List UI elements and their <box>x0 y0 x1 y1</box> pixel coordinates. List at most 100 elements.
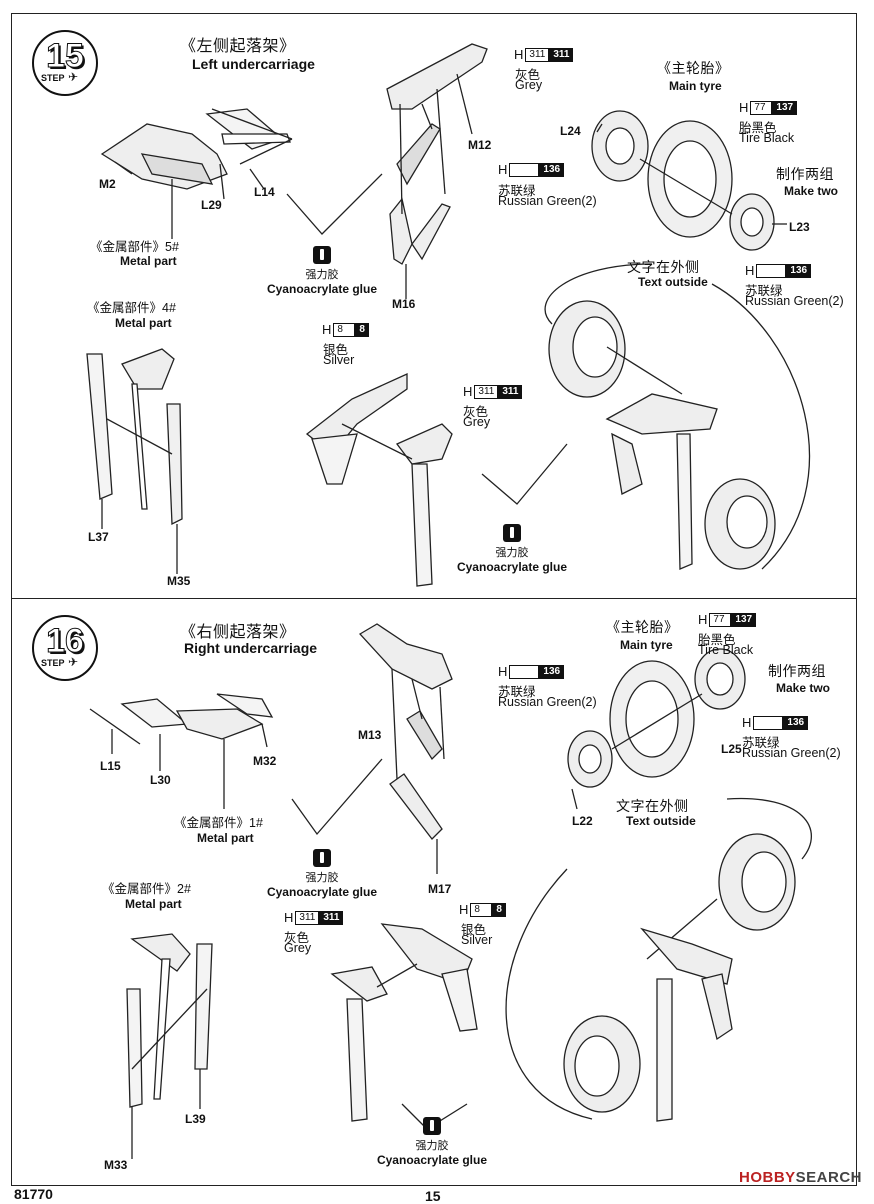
metal-part-en: Metal part <box>197 831 254 845</box>
step-badge: 15 STEP ✈ <box>32 30 98 96</box>
part-label: M17 <box>428 882 452 896</box>
part-label: L15 <box>100 759 121 773</box>
glue-cn: 强力胶 <box>305 872 339 884</box>
title-cn: 《左侧起落架》 <box>180 38 296 55</box>
part-label: M13 <box>358 728 382 742</box>
metal-part-en: Metal part <box>115 316 172 330</box>
plane-icon: ✈ <box>68 655 79 669</box>
paint-cn: 银色 <box>461 923 487 937</box>
main-tyre-cn: 《主轮胎》 <box>657 60 730 76</box>
part-label: L39 <box>185 1112 206 1126</box>
paint-en: Grey <box>284 941 312 955</box>
page-number: 15 <box>425 1188 441 1204</box>
paint-cn: 苏联绿 <box>745 284 783 298</box>
part-label: L14 <box>254 185 275 199</box>
glue-note: 强力胶 Cyanoacrylate glue <box>262 246 382 296</box>
glue-en: Cyanoacrylate glue <box>456 560 568 574</box>
glue-cn: 强力胶 <box>305 269 339 281</box>
main-tyre-cn: 《主轮胎》 <box>606 619 679 635</box>
paint-cn: 灰色 <box>463 405 489 419</box>
part-label: L24 <box>560 124 581 138</box>
step-16-drawing <box>89 623 812 1159</box>
title-en: Left undercarriage <box>192 56 315 72</box>
glue-cn: 强力胶 <box>495 547 529 559</box>
part-label: L25 <box>721 742 742 756</box>
make-two-cn: 制作两组 <box>768 663 826 679</box>
glue-en: Cyanoacrylate glue <box>266 885 378 899</box>
step-number: 16 <box>46 622 85 661</box>
step-word: STEP <box>41 73 65 83</box>
step-15-panel: 15 STEP ✈ 《左侧起落架》 Left undercarriage M2 … <box>11 13 857 600</box>
paint-en: Grey <box>463 415 491 429</box>
paint-en: Silver <box>323 353 355 367</box>
glue-bottle-icon <box>503 524 521 542</box>
kit-number: 81770 <box>14 1186 53 1202</box>
text-outside-en: Text outside <box>626 814 696 828</box>
part-label: L23 <box>789 220 810 234</box>
text-outside-en: Text outside <box>638 275 708 289</box>
step-word: STEP <box>41 658 65 668</box>
glue-bottle-icon <box>313 849 331 867</box>
paint-en: Russian Green(2) <box>742 746 841 760</box>
glue-note: 强力胶 Cyanoacrylate glue <box>372 1117 492 1167</box>
glue-en: Cyanoacrylate glue <box>376 1153 488 1167</box>
part-label: M16 <box>392 297 416 311</box>
plane-icon: ✈ <box>68 70 79 84</box>
paint-en: Russian Green(2) <box>498 695 597 709</box>
paint-en: Silver <box>461 933 493 947</box>
step-16-panel: 16 STEP ✈ 《右侧起落架》 Right undercarriage L1… <box>11 598 857 1186</box>
paint-cn: 灰色 <box>515 68 541 82</box>
paint-cn: 灰色 <box>284 931 310 945</box>
watermark-part1: HOBBY <box>738 1169 796 1186</box>
part-label: M35 <box>167 574 191 588</box>
text-outside-cn: 文字在外侧 <box>616 798 689 814</box>
paint-en: Tire Black <box>739 131 795 145</box>
part-label: M32 <box>253 754 277 768</box>
paint-cn: 苏联绿 <box>498 685 536 699</box>
paint-cn: 苏联绿 <box>498 184 536 198</box>
metal-part-cn: 《金属部件》4# <box>87 301 176 315</box>
paint-en: Grey <box>515 78 543 92</box>
part-label: M2 <box>99 177 116 191</box>
glue-note: 强力胶 Cyanoacrylate glue <box>262 849 382 899</box>
text-outside-cn: 文字在外侧 <box>627 259 700 275</box>
metal-part-cn: 《金属部件》2# <box>102 882 191 896</box>
make-two-en: Make two <box>784 184 839 198</box>
glue-bottle-icon <box>313 246 331 264</box>
paint-cn: 银色 <box>323 343 349 357</box>
watermark-part2: SEARCH <box>795 1169 862 1186</box>
title-cn: 《右侧起落架》 <box>180 624 296 641</box>
glue-bottle-icon <box>423 1117 441 1135</box>
step-badge: 16 STEP ✈ <box>32 615 98 681</box>
paint-cn: 胎黑色 <box>739 121 777 135</box>
paint-en: Russian Green(2) <box>498 194 597 208</box>
part-label: L30 <box>150 773 171 787</box>
part-label: L22 <box>572 814 593 828</box>
paint-en: Russian Green(2) <box>745 294 844 308</box>
metal-part-en: Metal part <box>125 897 182 911</box>
paint-cn: 胎黑色 <box>698 633 736 647</box>
glue-cn: 强力胶 <box>415 1140 449 1152</box>
paint-en: Tire Black <box>698 643 754 657</box>
title-en: Right undercarriage <box>184 640 318 656</box>
main-tyre-en: Main tyre <box>669 79 722 93</box>
part-label: L37 <box>88 530 109 544</box>
watermark: HOBBYSEARCH <box>739 1169 862 1186</box>
glue-note: 强力胶 Cyanoacrylate glue <box>452 524 572 574</box>
glue-en: Cyanoacrylate glue <box>266 282 378 296</box>
step-number: 15 <box>46 37 85 76</box>
metal-part-cn: 《金属部件》1# <box>174 816 263 830</box>
metal-part-cn: 《金属部件》5# <box>90 240 179 254</box>
